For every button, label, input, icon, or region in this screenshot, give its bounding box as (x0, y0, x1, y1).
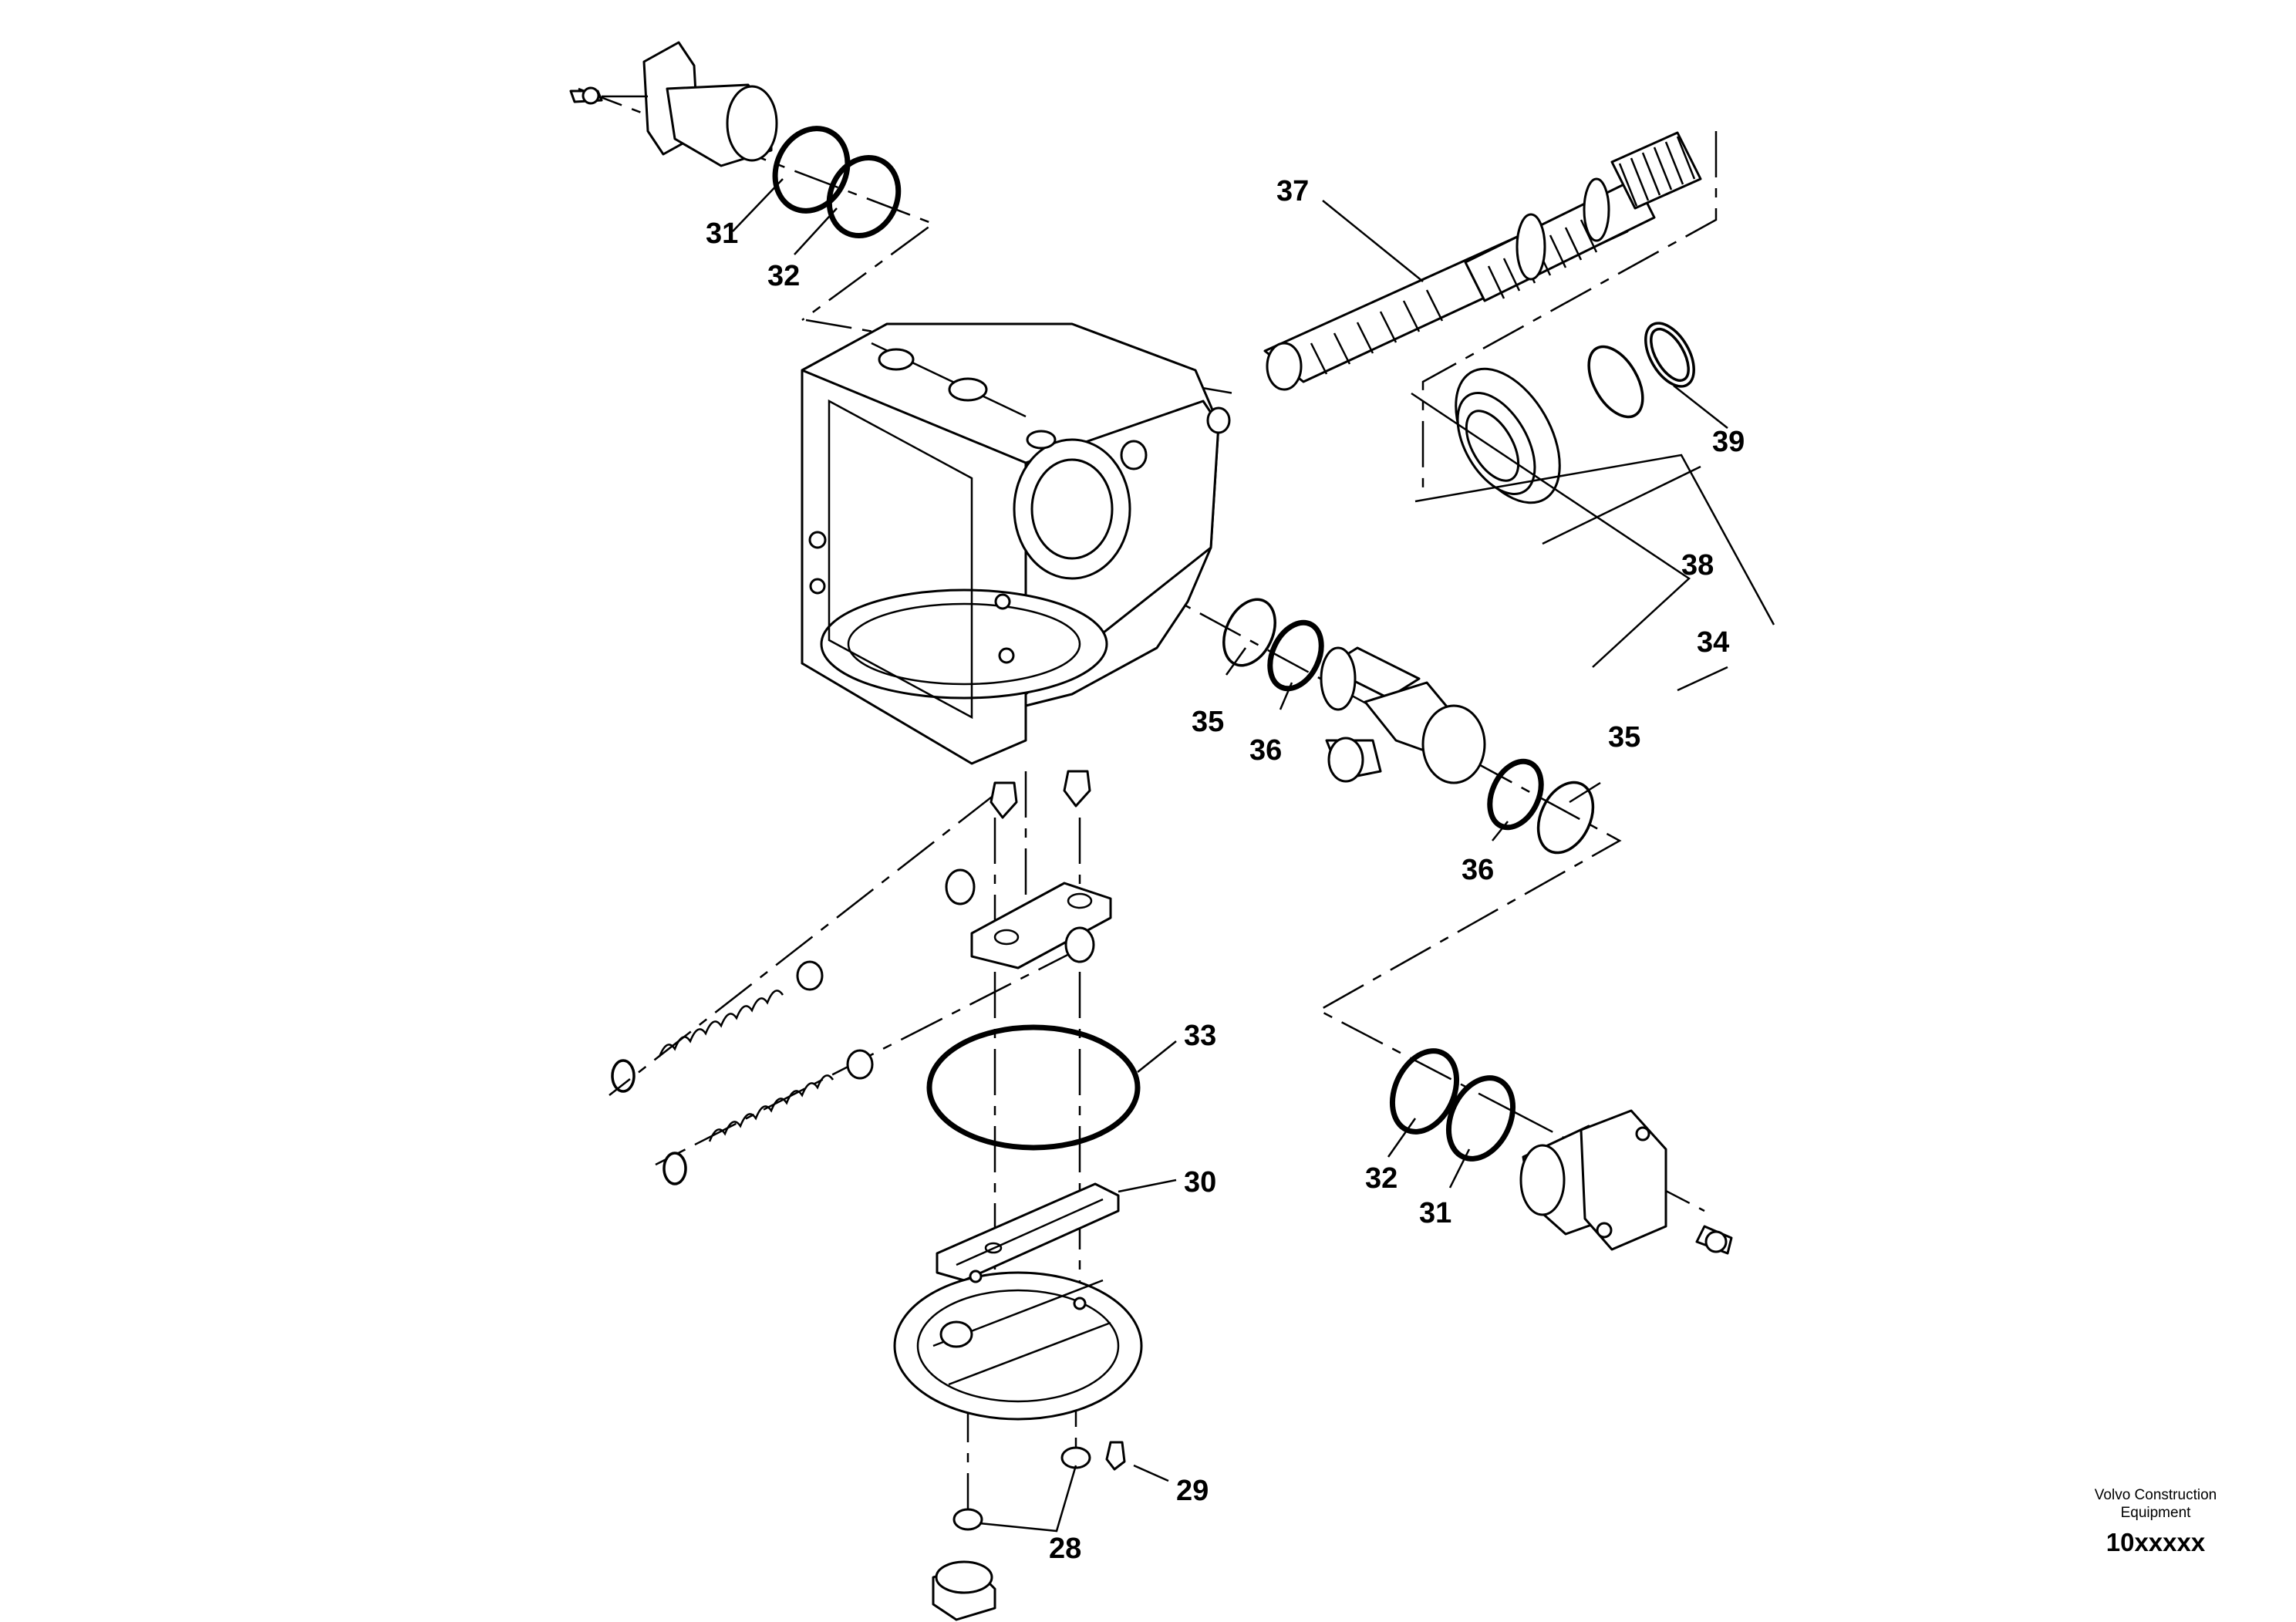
callout-31-top: 31 (706, 218, 738, 250)
large-o-ring (926, 1024, 1141, 1151)
callout-32-bottom: 32 (1365, 1162, 1397, 1195)
cover-plate (893, 1270, 1143, 1421)
center-lines (578, 87, 1718, 1512)
callout-31-bottom: 31 (1419, 1197, 1451, 1229)
publisher-name-line1: Volvo Construction (2095, 1487, 2217, 1503)
callout-33: 33 (1184, 1020, 1216, 1052)
callout-36-left: 36 (1249, 734, 1282, 767)
bearing-assembly (1455, 322, 1695, 504)
control-linkage (611, 770, 1112, 1185)
callout-37: 37 (1276, 175, 1309, 207)
callout-34: 34 (1697, 626, 1729, 659)
publisher-name-line2: Equipment (2121, 1505, 2192, 1521)
document-number: 10xxxxx (2106, 1528, 2206, 1556)
pump-housing (801, 322, 1231, 765)
callout-38: 38 (1681, 549, 1714, 582)
bottom-plugs (932, 1441, 1126, 1621)
callout-35-left: 35 (1192, 706, 1224, 738)
callout-32-top: 32 (767, 260, 800, 292)
callout-30: 30 (1184, 1166, 1216, 1199)
callout-39: 39 (1712, 426, 1745, 458)
spool-assembly (1222, 598, 1595, 855)
callout-35-right: 35 (1608, 721, 1640, 754)
top-cylinder-plug (569, 41, 902, 239)
callout-29: 29 (1176, 1475, 1209, 1507)
callout-36-right: 36 (1462, 854, 1494, 886)
leader-lines (732, 178, 1775, 1533)
guide-plate (936, 1182, 1120, 1282)
bottom-cylinder-plug (1389, 1048, 1733, 1255)
callout-28: 28 (1049, 1533, 1081, 1565)
callout-labels: 28 29 30 31 32 33 34 35 36 36 35 37 38 3… (706, 175, 1745, 1565)
drive-shaft (1263, 131, 1702, 391)
publisher-footer: Volvo Construction Equipment 10xxxxx (2095, 1487, 2217, 1556)
